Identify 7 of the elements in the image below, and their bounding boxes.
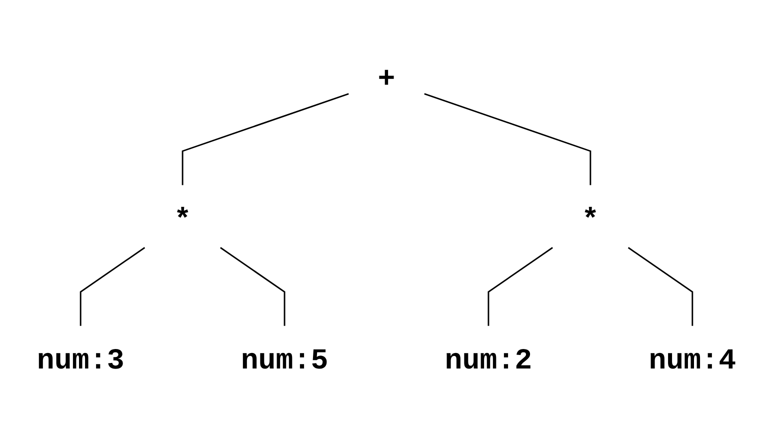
tree-node-label: * (174, 204, 192, 238)
tree-node-label: num:3 (36, 345, 124, 378)
tree-node-label: * (582, 204, 600, 238)
tree-node-label: + (378, 64, 396, 97)
tree-node-label: num:2 (444, 345, 532, 378)
tree-node-label: num:5 (240, 345, 328, 378)
tree-node-label: num:4 (648, 345, 736, 378)
